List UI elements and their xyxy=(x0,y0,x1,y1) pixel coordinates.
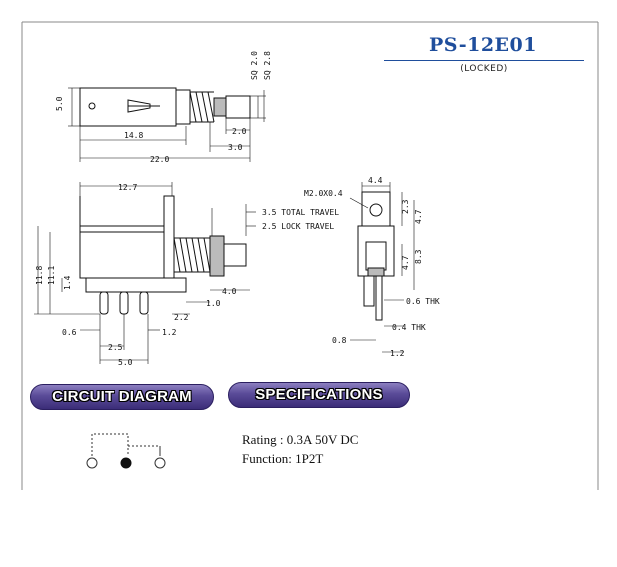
dim-thk1: 0.6 THK xyxy=(406,297,440,306)
dim-total-len: 22.0 xyxy=(150,155,169,164)
dim-height-b: 11.1 xyxy=(47,266,56,285)
dim-d1: 2.3 xyxy=(401,199,410,214)
dim-d3: 4.7 xyxy=(401,255,410,270)
circuit-diagram-label: CIRCUIT DIAGRAM xyxy=(52,388,192,405)
dim-span: 5.0 xyxy=(118,358,133,367)
circuit-diagram-header: CIRCUIT DIAGRAM xyxy=(30,384,214,410)
dim-pin-len: 1.4 xyxy=(63,275,72,290)
model-title: PS-12E01 xyxy=(429,34,537,56)
specifications-header: SPECIFICATIONS xyxy=(228,382,410,408)
variant-label: (LOCKED) xyxy=(460,64,508,74)
spec-rating: Rating : 0.3A 50V DC xyxy=(242,432,359,447)
dim-w1: 0.8 xyxy=(332,336,347,345)
dim-end-width: 4.4 xyxy=(368,176,383,185)
dim-lock-travel: 2.5 LOCK TRAVEL xyxy=(262,222,334,231)
dim-height-a: 11.8 xyxy=(35,266,44,285)
dim-w2: 1.2 xyxy=(390,349,405,358)
dim-screw: M2.0X0.4 xyxy=(304,189,343,198)
dim-width: 12.7 xyxy=(118,183,137,192)
dim-height: 5.0 xyxy=(55,96,64,111)
dim-total-travel: 3.5 TOTAL TRAVEL xyxy=(262,208,339,217)
dim-pin-w: 0.6 xyxy=(62,328,77,337)
dim-d2: 4.7 xyxy=(414,209,423,224)
dim-stem-3: 3.0 xyxy=(228,143,243,152)
dim-sq-b: SQ 2.8 xyxy=(263,51,272,80)
dim-stem-len: 4.0 xyxy=(222,287,237,296)
dim-thk2: 0.4 THK xyxy=(392,323,426,332)
dim-sq-a: SQ 2.0 xyxy=(250,51,259,80)
dim-pin-2: 1.2 xyxy=(162,328,177,337)
dim-d4: 8.3 xyxy=(414,249,423,264)
dim-spacing: 2.5 xyxy=(108,343,123,352)
dim-offset: 1.0 xyxy=(206,299,221,308)
dim-pin-pitch: 2.2 xyxy=(174,313,189,322)
dim-stem-2: 2.0 xyxy=(232,127,247,136)
title-underline xyxy=(384,60,584,61)
specifications-label: SPECIFICATIONS xyxy=(255,386,383,403)
dim-body-len: 14.8 xyxy=(124,131,143,140)
spec-function: Function: 1P2T xyxy=(242,451,324,466)
